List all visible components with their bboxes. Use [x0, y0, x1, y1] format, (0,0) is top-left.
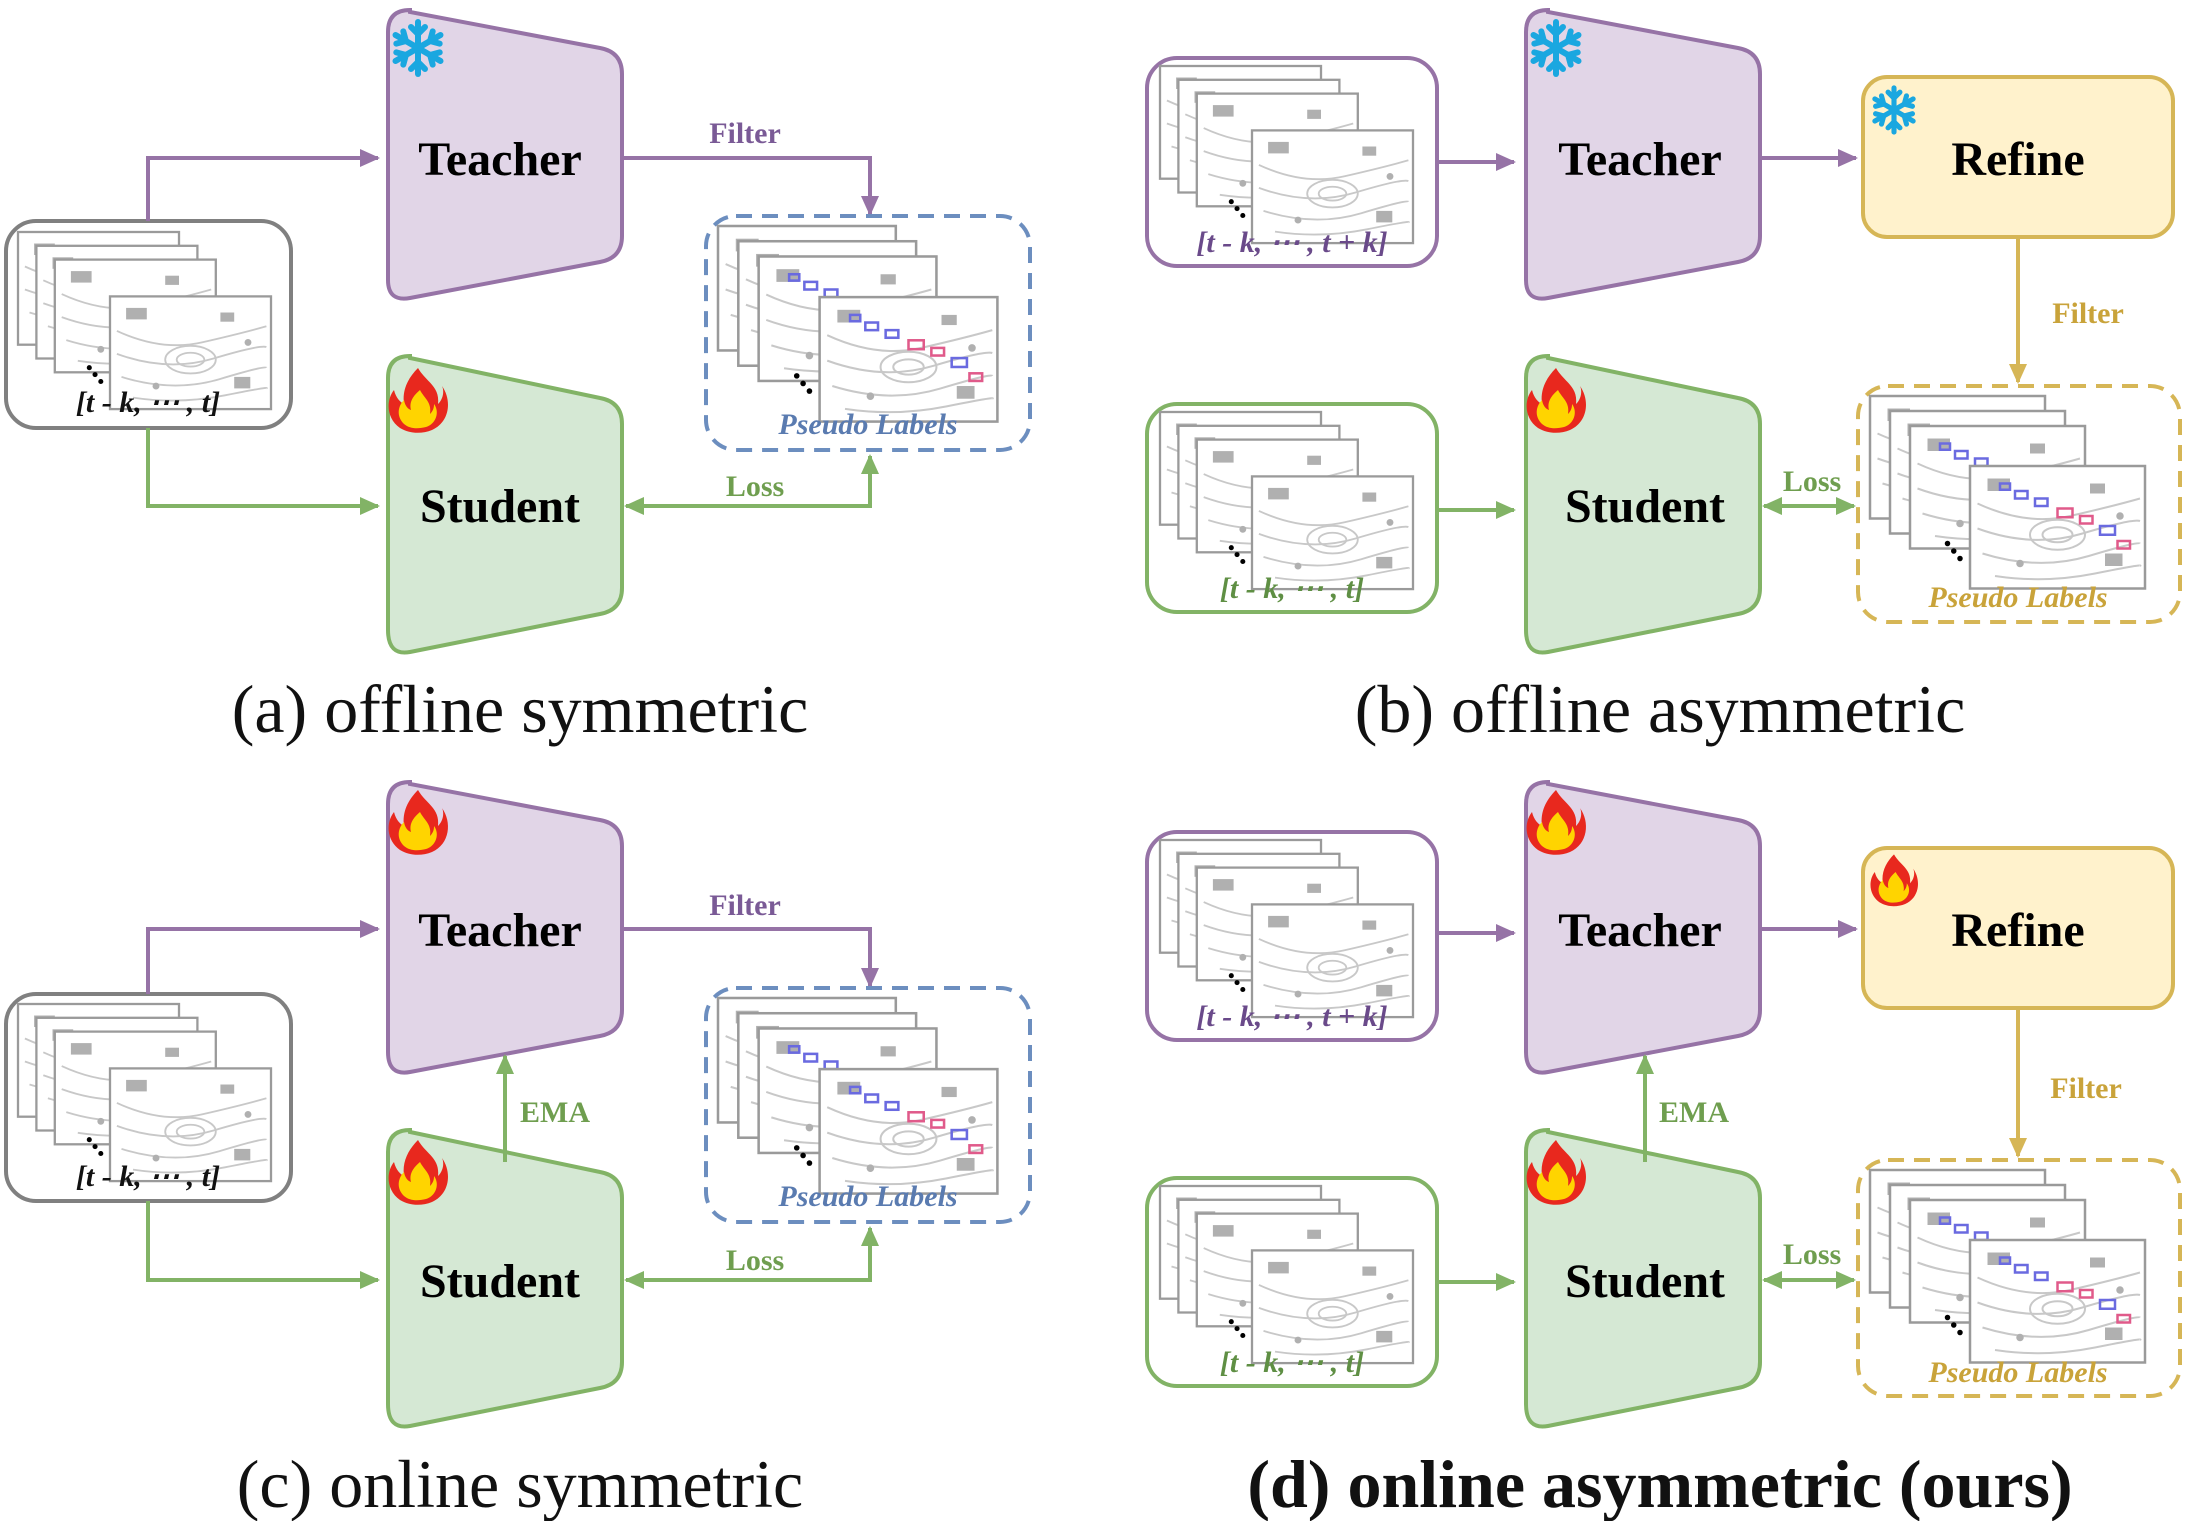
student-label: Student: [1565, 1255, 1725, 1308]
loss-label: Loss: [726, 470, 784, 503]
student-input-label: [t - k, ⋯ , t]: [1220, 1346, 1364, 1379]
pseudo-labels-label: Pseudo Labels: [1927, 581, 2107, 614]
teacher-label: Teacher: [418, 133, 582, 186]
caption-b: (b) offline asymmetric: [1355, 671, 1966, 747]
filter-label: Filter: [2052, 297, 2124, 330]
student-label: Student: [420, 480, 580, 533]
ema-label: EMA: [520, 1096, 590, 1129]
student-label: Student: [420, 1255, 580, 1308]
loss-arrow-right: [760, 1226, 879, 1282]
refine-label: Refine: [1951, 133, 2084, 186]
teacher-input-label: [t - k, ⋯ , t + k]: [1196, 1000, 1387, 1033]
student-label: Student: [1565, 480, 1725, 533]
ema-label: EMA: [1659, 1096, 1729, 1129]
loss-label: Loss: [1783, 1238, 1841, 1271]
teacher-label: Teacher: [1558, 904, 1722, 957]
student-input-label: [t - k, ⋯ , t]: [1220, 572, 1364, 605]
teacher-label: Teacher: [418, 904, 582, 957]
loss-arrow-right: [760, 454, 879, 508]
input-frames-label: [t - k, ⋯ , t]: [76, 386, 220, 419]
filter-arrow: [622, 156, 879, 216]
teacher-network: [386, 779, 624, 1075]
caption-d: (d) online asymmetric (ours): [1247, 1446, 2072, 1521]
caption-c: (c) online symmetric: [237, 1446, 803, 1521]
loss-label: Loss: [1783, 465, 1841, 498]
student-network: [1524, 1127, 1762, 1429]
pseudo-labels-label: Pseudo Labels: [777, 408, 957, 441]
teacher-label: Teacher: [1558, 133, 1722, 186]
pseudo-labels-label: Pseudo Labels: [777, 1180, 957, 1213]
student-network: [386, 353, 624, 655]
filter-arrow: [622, 927, 879, 988]
student-network: [1524, 353, 1762, 655]
teacher-network: [1524, 7, 1762, 301]
panel-b: [t - k, ⋯ , t + k] Teacher Refine Filter…: [1145, 7, 2182, 747]
teacher-network: [1524, 779, 1762, 1075]
teacher-network: [386, 7, 624, 301]
input-to-teacher-arrow: [146, 920, 380, 994]
panel-a: [t - k, ⋯ , t] Teacher Student Filter Ps…: [4, 7, 1032, 747]
loss-label: Loss: [726, 1244, 784, 1277]
pseudo-labels-label: Pseudo Labels: [1927, 1356, 2107, 1389]
input-to-student-arrow: [146, 1201, 380, 1289]
student-network: [386, 1127, 624, 1429]
input-frames-label: [t - k, ⋯ , t]: [76, 1160, 220, 1193]
input-to-teacher-arrow: [146, 149, 380, 221]
input-to-student-arrow: [146, 428, 380, 515]
teacher-input-label: [t - k, ⋯ , t + k]: [1196, 226, 1387, 259]
filter-label: Filter: [2050, 1072, 2122, 1105]
filter-label: Filter: [709, 117, 781, 150]
panel-d: [t - k, ⋯ , t + k] Teacher Refine Filter…: [1145, 779, 2182, 1521]
refine-label: Refine: [1951, 904, 2084, 957]
filter-label: Filter: [709, 889, 781, 922]
panel-c: [t - k, ⋯ , t] Teacher Student EMA Filte…: [4, 779, 1032, 1521]
caption-a: (a) offline symmetric: [232, 671, 809, 747]
